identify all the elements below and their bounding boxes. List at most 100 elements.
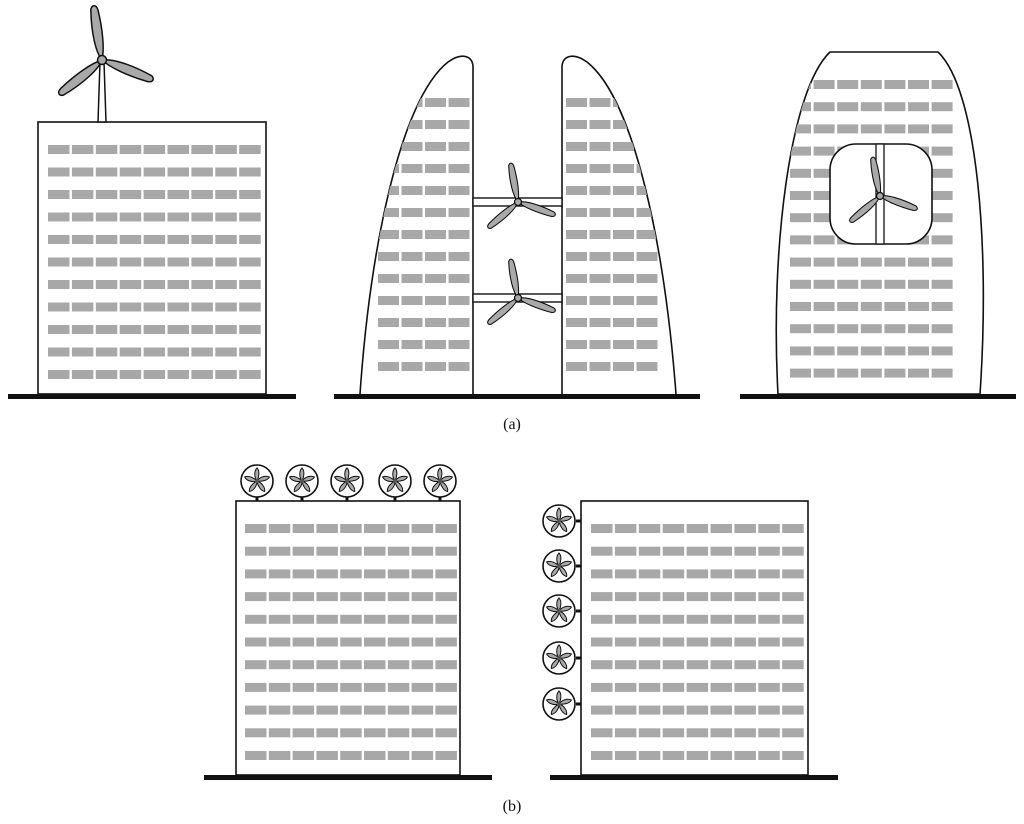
window bbox=[401, 164, 423, 173]
window bbox=[268, 751, 291, 760]
window bbox=[167, 347, 189, 357]
window bbox=[813, 279, 835, 289]
window bbox=[782, 614, 804, 624]
window bbox=[614, 660, 637, 670]
window bbox=[638, 660, 661, 670]
window bbox=[411, 682, 434, 692]
window bbox=[734, 592, 756, 602]
window bbox=[245, 546, 267, 556]
window bbox=[636, 142, 658, 151]
window bbox=[591, 614, 613, 624]
window bbox=[95, 370, 118, 379]
window bbox=[790, 168, 811, 178]
window bbox=[662, 546, 685, 556]
window bbox=[662, 682, 685, 692]
window bbox=[837, 368, 859, 378]
window bbox=[734, 728, 756, 738]
window bbox=[435, 728, 457, 738]
window bbox=[316, 524, 338, 533]
window bbox=[589, 252, 611, 261]
window bbox=[245, 637, 267, 647]
window bbox=[292, 569, 315, 579]
window bbox=[638, 592, 661, 602]
window bbox=[425, 164, 446, 173]
window bbox=[636, 318, 658, 327]
window bbox=[316, 614, 338, 624]
window bbox=[790, 346, 811, 356]
building-rooftop-turbine bbox=[8, 5, 296, 399]
window bbox=[589, 186, 611, 195]
window bbox=[48, 257, 70, 267]
window bbox=[95, 302, 118, 312]
window bbox=[884, 124, 906, 134]
window bbox=[316, 592, 338, 602]
window bbox=[931, 279, 953, 289]
window bbox=[448, 120, 470, 129]
window bbox=[245, 751, 267, 760]
window bbox=[364, 682, 386, 692]
window bbox=[378, 318, 399, 327]
window bbox=[448, 362, 470, 371]
window bbox=[860, 368, 882, 378]
window bbox=[884, 302, 906, 311]
window bbox=[378, 362, 399, 371]
ducted-turbine-icon bbox=[542, 594, 581, 628]
window bbox=[340, 682, 362, 692]
window bbox=[782, 751, 804, 760]
window bbox=[782, 682, 804, 692]
window bbox=[143, 325, 166, 334]
window bbox=[71, 145, 94, 154]
window-grid bbox=[48, 145, 261, 379]
window bbox=[387, 614, 410, 624]
window bbox=[435, 614, 457, 624]
window bbox=[860, 324, 882, 334]
window bbox=[613, 186, 634, 195]
window bbox=[837, 257, 859, 267]
window bbox=[782, 524, 804, 533]
window bbox=[566, 252, 587, 261]
window bbox=[710, 637, 732, 647]
window bbox=[167, 167, 189, 177]
window bbox=[813, 213, 835, 223]
window bbox=[591, 751, 613, 760]
window bbox=[638, 569, 661, 579]
window bbox=[837, 124, 859, 134]
window bbox=[589, 142, 611, 151]
window bbox=[364, 660, 386, 670]
window bbox=[143, 280, 166, 289]
window bbox=[71, 167, 94, 177]
window bbox=[860, 346, 882, 356]
window bbox=[790, 213, 811, 223]
window bbox=[364, 705, 386, 715]
window bbox=[614, 637, 637, 647]
window bbox=[245, 705, 267, 715]
window bbox=[813, 257, 835, 267]
window bbox=[931, 302, 953, 311]
window bbox=[401, 274, 423, 283]
ducted-turbine-icon bbox=[423, 464, 457, 501]
window bbox=[813, 168, 835, 178]
window bbox=[48, 212, 70, 222]
window bbox=[638, 751, 661, 760]
window bbox=[387, 569, 410, 579]
window bbox=[387, 682, 410, 692]
window bbox=[591, 569, 613, 579]
window bbox=[191, 190, 213, 199]
window bbox=[782, 705, 804, 715]
window bbox=[71, 280, 94, 289]
window bbox=[378, 164, 399, 173]
window bbox=[316, 751, 338, 760]
window bbox=[411, 751, 434, 760]
window bbox=[589, 318, 611, 327]
window bbox=[292, 728, 315, 738]
window bbox=[686, 592, 709, 602]
ducted-turbine-icon bbox=[542, 641, 581, 675]
window bbox=[425, 362, 446, 371]
building-duct-turbine bbox=[740, 51, 1016, 399]
window bbox=[662, 751, 685, 760]
ducted-turbine-icon bbox=[542, 687, 581, 721]
window bbox=[48, 325, 70, 334]
window bbox=[566, 208, 587, 217]
window bbox=[813, 235, 835, 245]
window bbox=[908, 324, 929, 334]
